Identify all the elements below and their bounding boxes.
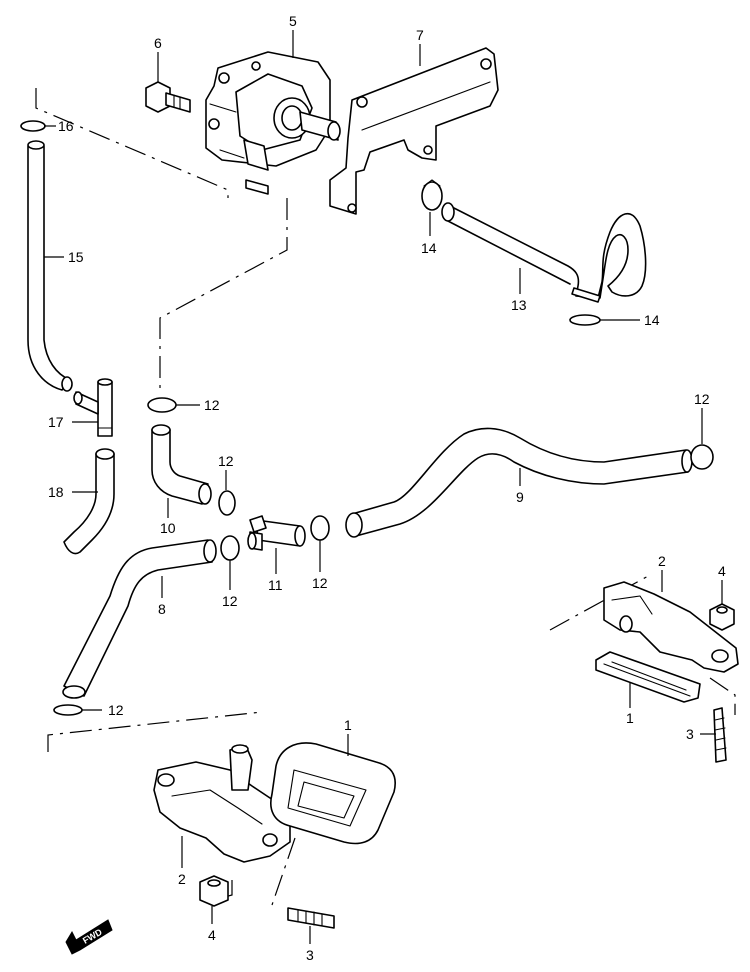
callout-6: 6	[154, 35, 162, 51]
hose-part-10	[151, 424, 212, 505]
cover-part-2-bottom	[153, 744, 291, 863]
air-valve-part-5	[205, 51, 341, 195]
callout-12-lower-left: 12	[222, 593, 238, 609]
hose-part-8	[62, 539, 217, 699]
callout-5: 5	[289, 13, 297, 29]
stud-part-3-bottom	[287, 907, 335, 929]
gasket-part-1-bottom	[270, 742, 396, 845]
bracket-part-7	[329, 47, 499, 215]
callout-1-bottom: 1	[344, 717, 352, 733]
callout-12-bottom: 12	[108, 702, 124, 718]
callout-12-right: 12	[694, 391, 710, 407]
clamp-part-14-upper	[421, 179, 443, 211]
bolt-part-6	[145, 81, 191, 113]
callout-14-upper: 14	[421, 240, 437, 256]
cover-part-2-right	[603, 581, 739, 673]
callout-13: 13	[511, 297, 527, 313]
tee-joint-part-17	[73, 378, 113, 437]
callout-labels: 5 6 7 16 15 14 13 14 12 17 18 10 12 12 1…	[48, 13, 726, 963]
callout-9: 9	[516, 489, 524, 505]
callout-14-lower: 14	[644, 312, 660, 328]
stud-part-3-right	[713, 707, 727, 763]
hose-part-13	[441, 202, 647, 303]
pipe-joint-part-11	[247, 515, 306, 551]
leader-lines	[44, 30, 723, 944]
hose-part-18	[63, 448, 115, 555]
callout-2-right: 2	[658, 553, 666, 569]
clamp-part-12-c	[220, 535, 240, 561]
callout-12-mid: 12	[218, 453, 234, 469]
clip-part-16	[20, 120, 46, 132]
callout-7: 7	[416, 27, 424, 43]
callout-2-bottom: 2	[178, 871, 186, 887]
hose-part-15	[27, 140, 73, 392]
callout-8: 8	[158, 601, 166, 617]
callout-11: 11	[268, 577, 283, 593]
clamp-part-12-d	[310, 515, 330, 541]
callout-4-right: 4	[718, 563, 726, 579]
callout-4-bottom: 4	[208, 927, 216, 943]
callout-12-top: 12	[204, 397, 220, 413]
assembly-boundaries	[35, 88, 736, 906]
nut-part-4-right	[709, 603, 735, 631]
callout-16: 16	[58, 118, 74, 134]
hose-part-9	[345, 427, 693, 538]
gasket-part-1-right	[595, 651, 701, 703]
callout-10: 10	[160, 520, 176, 536]
callout-17: 17	[48, 414, 64, 430]
clamp-part-12-b	[218, 490, 236, 516]
callout-12-lower-mid: 12	[312, 575, 328, 591]
clamp-part-14-lower	[569, 314, 601, 326]
callout-3-bottom: 3	[306, 947, 314, 963]
fwd-arrow-icon: FWD	[65, 919, 113, 955]
callout-18: 18	[48, 484, 64, 500]
clamp-part-12-e	[690, 444, 714, 470]
clamp-part-12-f	[53, 704, 83, 716]
clamp-part-12-a	[147, 397, 177, 413]
callout-15: 15	[68, 249, 84, 265]
callout-1-right: 1	[626, 710, 634, 726]
callout-3-right: 3	[686, 726, 694, 742]
nut-part-4-bottom	[199, 875, 229, 907]
